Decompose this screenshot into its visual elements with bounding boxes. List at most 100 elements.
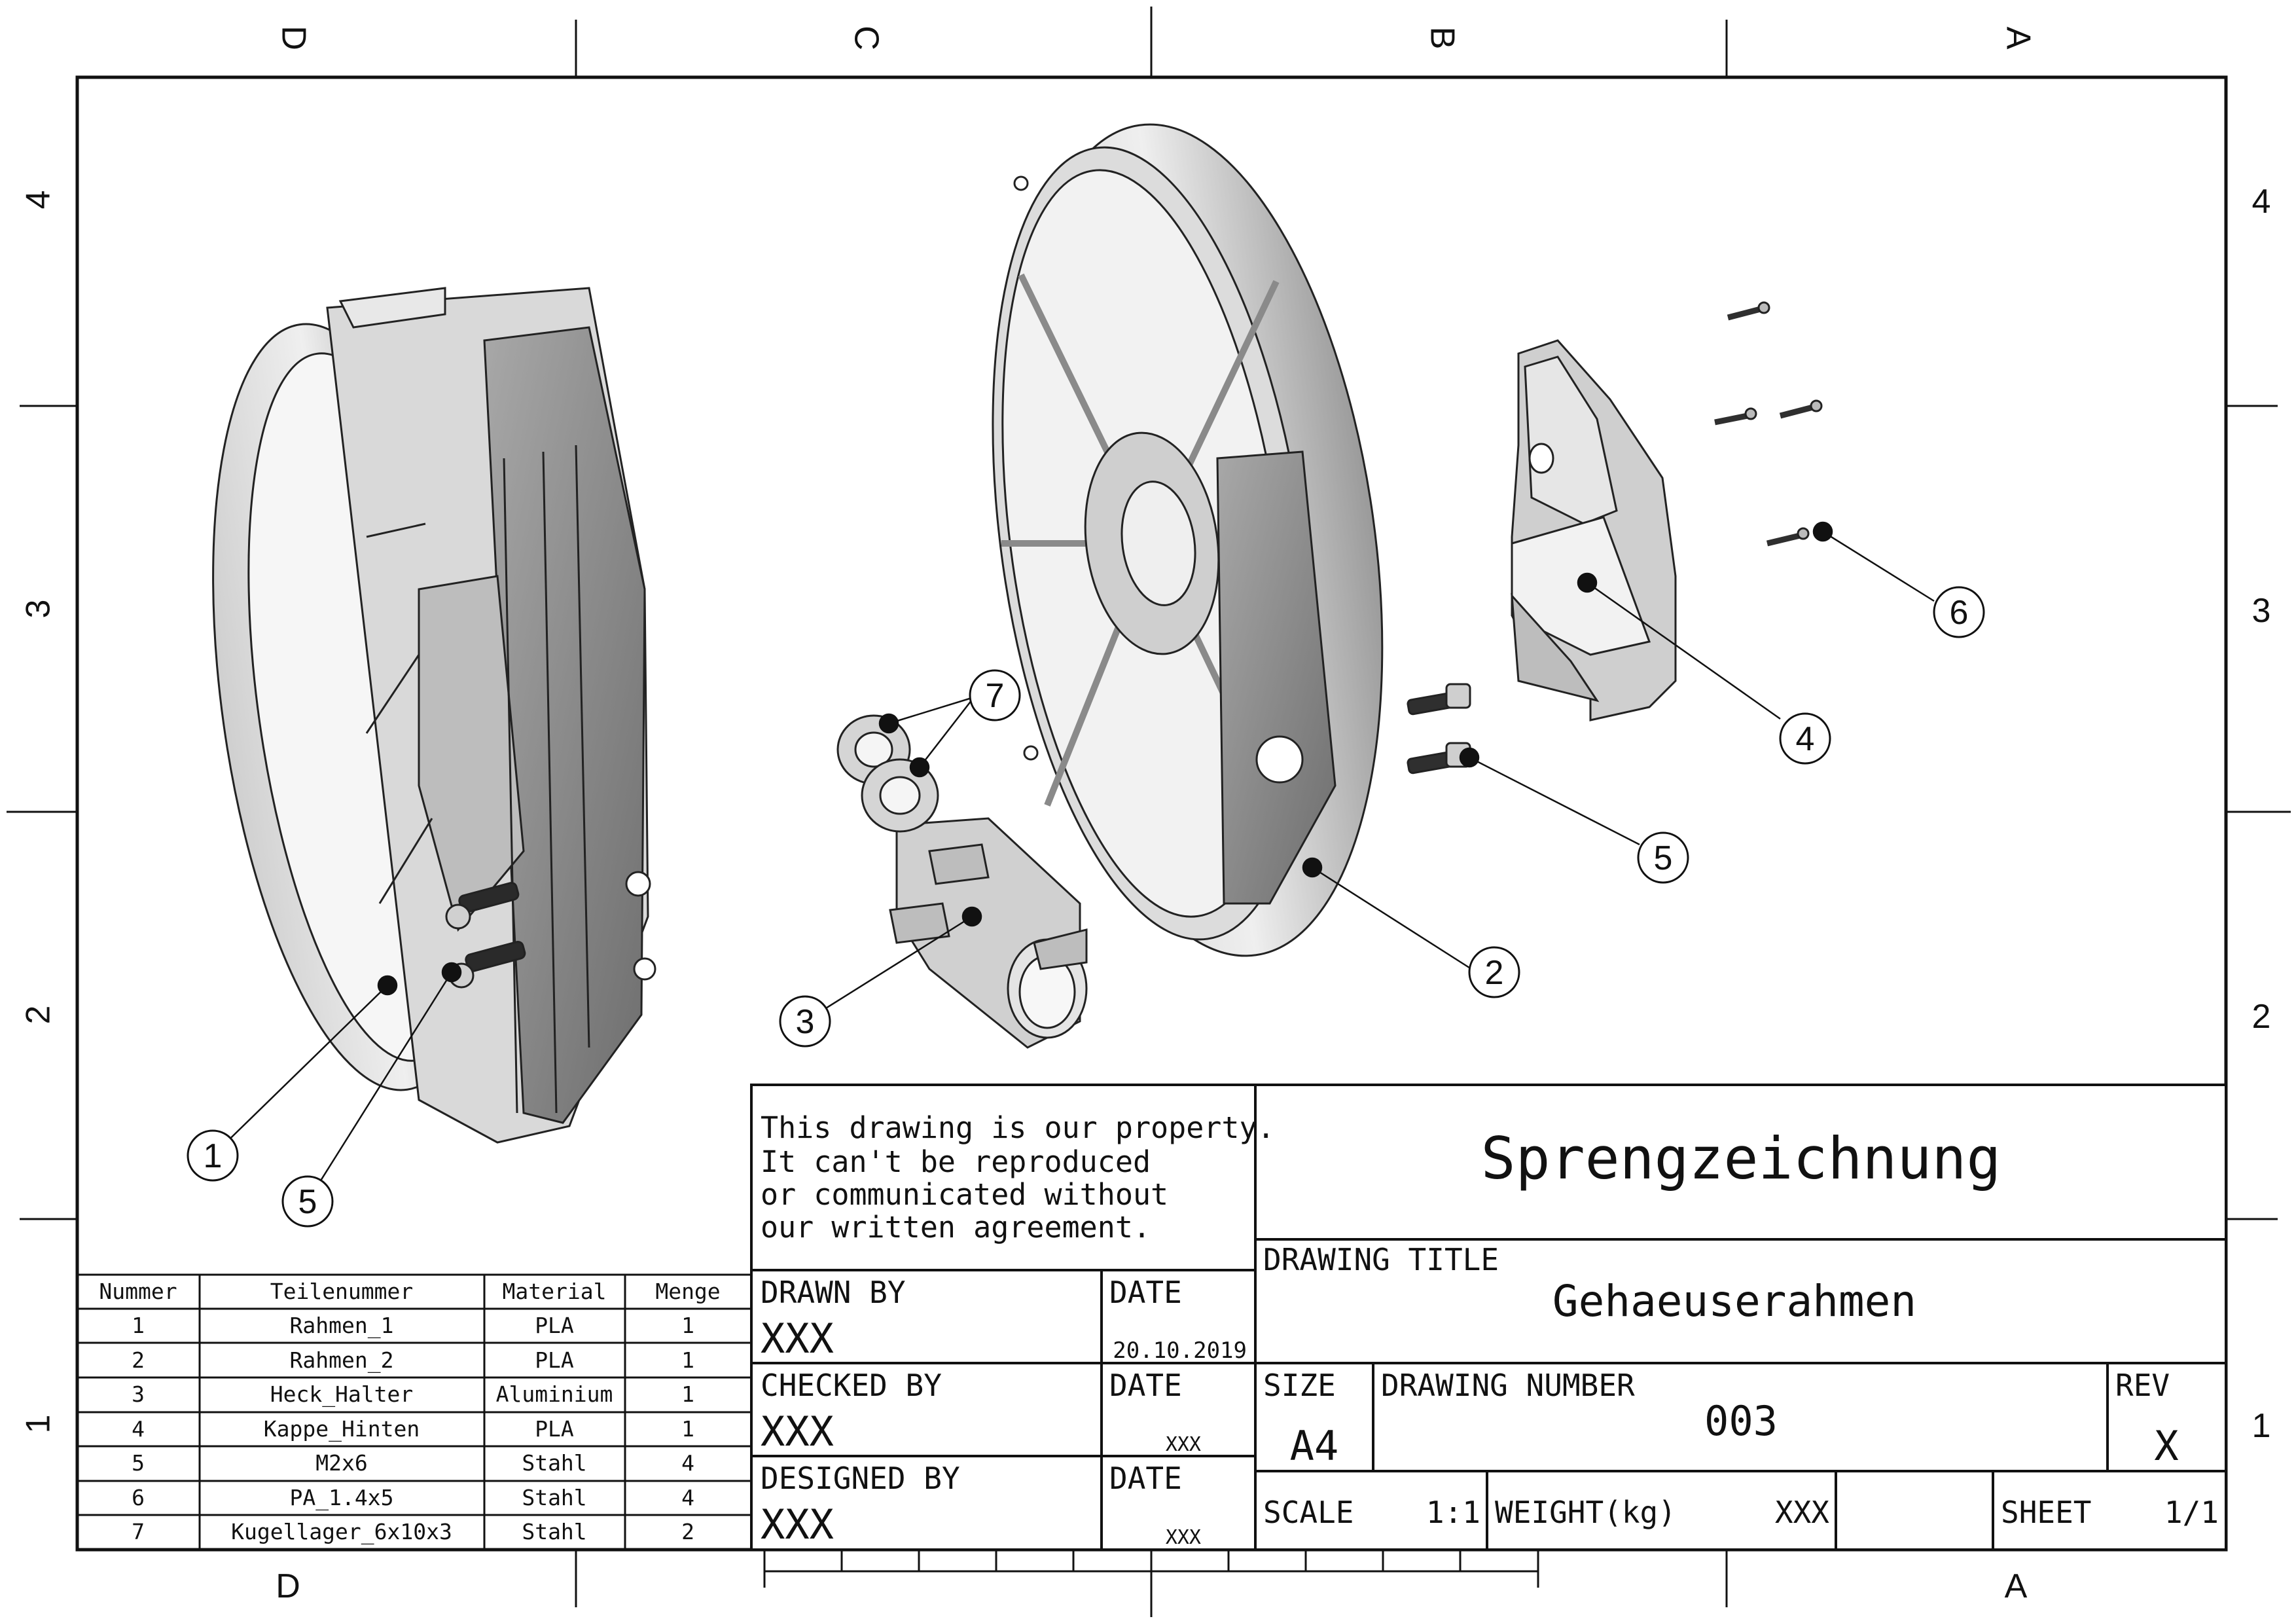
bom-cell: 1 xyxy=(681,1313,694,1338)
table-row: 7 Kugellager_6x10x3 Stahl 2 xyxy=(132,1519,694,1545)
zone-columns-bottom: D A xyxy=(276,1567,2027,1605)
zone-row-right: 2 xyxy=(2252,998,2271,1036)
callouts xyxy=(212,521,1935,1202)
bom-cell: 7 xyxy=(132,1519,145,1544)
designed-by-value: XXX xyxy=(761,1501,834,1548)
sheet-value: 1/1 xyxy=(2164,1495,2219,1530)
bom-cell: 4 xyxy=(681,1485,694,1510)
callout-label: 5 xyxy=(298,1183,317,1221)
scale-ruler xyxy=(763,1550,1539,1588)
callout-label: 6 xyxy=(1950,594,1969,632)
bom-cell: PLA xyxy=(535,1347,574,1373)
bom-cell: 2 xyxy=(132,1347,145,1373)
sheet-label: SHEET xyxy=(2001,1495,2091,1530)
bom-cell: Kugellager_6x10x3 xyxy=(231,1519,452,1545)
bom-cell: 6 xyxy=(132,1485,145,1510)
bom-cell: Stahl xyxy=(522,1450,586,1476)
drawn-date-label: DATE xyxy=(1109,1275,1182,1310)
drawn-by-label: DRAWN BY xyxy=(761,1275,906,1310)
bom-cell: Stahl xyxy=(522,1485,586,1510)
callout-label: 3 xyxy=(796,1003,815,1041)
bom-header-cell: Nummer xyxy=(99,1279,177,1304)
callout-balloon: 5 xyxy=(1637,831,1689,884)
checked-by-value: XXX xyxy=(761,1408,834,1455)
callout-balloon: 3 xyxy=(779,995,831,1048)
zone-columns-top: D C B A xyxy=(274,26,2037,50)
bill-of-materials: Nummer Teilenummer Material Menge 1 Rahm… xyxy=(76,1273,753,1551)
bom-cell: PA_1.4x5 xyxy=(290,1485,394,1511)
callout-label: 5 xyxy=(1654,839,1673,877)
callout-label: 1 xyxy=(204,1137,223,1175)
callout-label: 7 xyxy=(986,677,1005,715)
designed-by-label: DESIGNED BY xyxy=(761,1461,960,1496)
bom-header-cell: Material xyxy=(503,1279,607,1304)
table-row: 3 Heck_Halter Aluminium 1 xyxy=(132,1381,694,1408)
notice-line: It can't be reproduced xyxy=(761,1144,1151,1179)
property-notice: This drawing is our property. It can't b… xyxy=(761,1110,1275,1245)
zone-row-right: 4 xyxy=(2252,183,2271,221)
checked-date-label: DATE xyxy=(1109,1368,1182,1403)
zone-row-right: 1 xyxy=(2252,1407,2271,1445)
bom-cell: 1 xyxy=(681,1416,694,1442)
title-block: This drawing is our property. It can't b… xyxy=(750,1084,2227,1551)
bom-cell: Stahl xyxy=(522,1519,586,1544)
zone-row-left: 1 xyxy=(20,1415,58,1434)
bom-cell: Rahmen_1 xyxy=(290,1313,394,1339)
checked-date-value: XXX xyxy=(1166,1433,1201,1456)
drawing-number-label: DRAWING NUMBER xyxy=(1381,1368,1635,1403)
drawing-number-value: 003 xyxy=(1704,1397,1778,1445)
notice-line: This drawing is our property. xyxy=(761,1110,1275,1145)
zone-col-top: C xyxy=(847,26,885,50)
zone-col-top: A xyxy=(1999,27,2037,50)
callout-label: 4 xyxy=(1796,720,1815,758)
bom-cell: Kappe_Hinten xyxy=(264,1416,420,1442)
bom-cell: 2 xyxy=(681,1519,694,1544)
bom-header-cell: Menge xyxy=(655,1279,720,1304)
part-rahmen-2-illustration xyxy=(992,123,1384,957)
size-value: A4 xyxy=(1290,1422,1339,1470)
table-row: 6 PA_1.4x5 Stahl 4 xyxy=(132,1485,694,1511)
bom-header: Nummer Teilenummer Material Menge xyxy=(99,1279,720,1304)
callout-balloon: 4 xyxy=(1779,712,1831,765)
zone-row-left: 4 xyxy=(20,191,58,210)
designed-date-label: DATE xyxy=(1109,1461,1182,1496)
checked-by-label: CHECKED BY xyxy=(761,1368,942,1403)
rev-label: REV xyxy=(2115,1368,2170,1403)
bom-cell: PLA xyxy=(535,1313,574,1338)
bom-cell: Heck_Halter xyxy=(270,1381,414,1408)
zone-col-top: D xyxy=(274,26,312,50)
callout-balloon: 1 xyxy=(187,1129,239,1182)
table-row: 2 Rahmen_2 PLA 1 xyxy=(132,1347,694,1374)
weight-value: XXX xyxy=(1775,1495,1829,1530)
size-label: SIZE xyxy=(1263,1368,1336,1403)
bom-grid xyxy=(76,1273,753,1551)
bom-cell: 5 xyxy=(132,1450,145,1476)
table-row: 5 M2x6 Stahl 4 xyxy=(132,1450,694,1476)
designed-date-value: XXX xyxy=(1166,1526,1201,1549)
drawn-by-value: XXX xyxy=(761,1315,834,1362)
main-title: Sprengzeichnung xyxy=(1481,1125,2001,1192)
table-row: 4 Kappe_Hinten PLA 1 xyxy=(132,1416,694,1442)
rev-value: X xyxy=(2154,1422,2178,1470)
zone-row-left: 2 xyxy=(20,1006,58,1025)
bom-rows: 1 Rahmen_1 PLA 1 2 Rahmen_2 PLA 1 3 Heck… xyxy=(132,1313,694,1545)
part-rahmen-1-illustration xyxy=(212,287,656,1144)
bom-cell: 1 xyxy=(681,1381,694,1407)
part-kappe-hinten-illustration xyxy=(1511,339,1677,721)
bom-cell: 4 xyxy=(681,1450,694,1476)
drawing-title-label: DRAWING TITLE xyxy=(1263,1242,1499,1277)
zone-rows-right: 4 3 2 1 xyxy=(2252,183,2271,1445)
scale-label: SCALE xyxy=(1263,1495,1354,1530)
zone-row-right: 3 xyxy=(2252,592,2271,630)
callout-balloons: 1 5 3 7 2 5 4 6 xyxy=(187,586,1985,1228)
drawn-date-value: 20.10.2019 xyxy=(1113,1338,1247,1364)
zone-col-bottom: A xyxy=(2005,1567,2028,1605)
bom-header-cell: Teilenummer xyxy=(270,1279,414,1304)
callout-balloon: 5 xyxy=(281,1175,334,1228)
bom-cell: PLA xyxy=(535,1416,574,1442)
part-screws-illustration xyxy=(1407,301,1823,775)
bom-cell: 4 xyxy=(132,1416,145,1442)
title-block-grid xyxy=(750,1084,2227,1551)
bom-cell: Aluminium xyxy=(496,1381,613,1407)
notice-line: or communicated without xyxy=(761,1177,1168,1212)
